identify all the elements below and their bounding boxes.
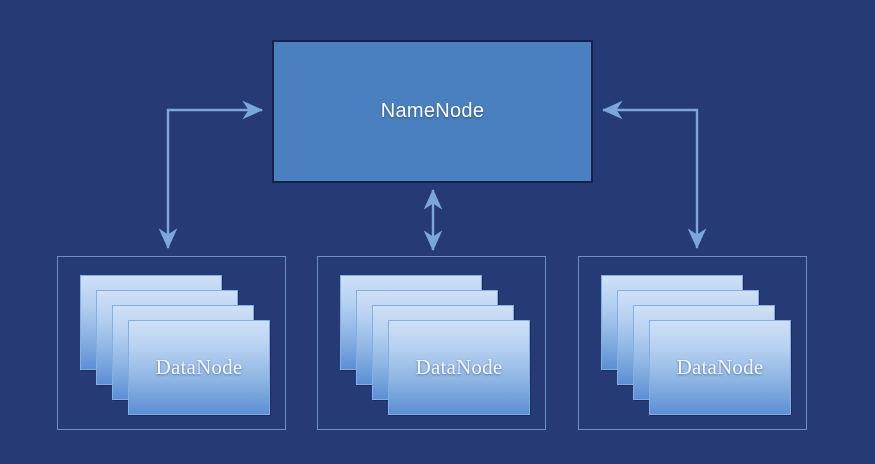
datanode-card-front[interactable]: DataNode	[649, 320, 791, 415]
datanode-stack: DataNode	[601, 275, 791, 415]
datanode-group-center[interactable]: DataNode	[317, 256, 546, 430]
datanode-stack: DataNode	[340, 275, 530, 415]
namenode-label: NameNode	[380, 100, 485, 122]
datanode-card-front[interactable]: DataNode	[388, 320, 530, 415]
namenode-box[interactable]: NameNode	[272, 40, 593, 183]
datanode-label: DataNode	[155, 355, 243, 379]
datanode-card-front[interactable]: DataNode	[128, 320, 270, 415]
datanode-group-right[interactable]: DataNode	[578, 256, 807, 430]
datanode-stack: DataNode	[80, 275, 270, 415]
connector-left	[158, 100, 263, 249]
connector-right	[602, 100, 707, 249]
datanode-label: DataNode	[415, 355, 503, 379]
datanode-group-left[interactable]: DataNode	[57, 256, 286, 430]
datanode-label: DataNode	[676, 355, 764, 379]
